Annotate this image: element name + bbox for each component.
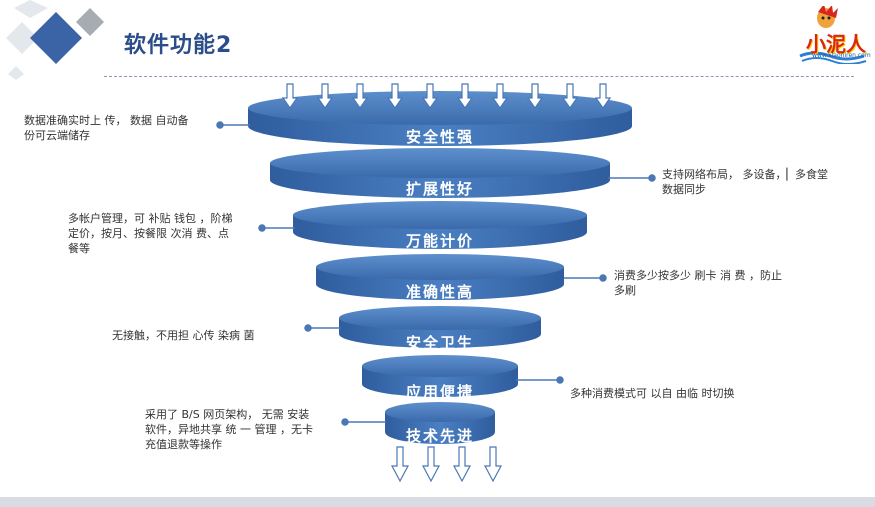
decorative-diamonds-icon [6,0,104,80]
down-arrow-icon [491,83,509,110]
annotation-line: 支持网络布局， 多设备，▏多食堂 [662,168,828,181]
funnel-label-7: 技术先进 [406,427,474,445]
down-arrow-icon [281,83,299,110]
annotation-line: 充值退款等操作 [145,438,222,451]
title-divider [104,76,854,77]
down-arrow-icon [351,83,369,110]
funnel-label-6: 应用便捷 [406,383,474,401]
annotation-hygiene: 无接触，不用担 心传 染病 菌 [112,328,302,343]
logo-url: www.xiaoniren.com [812,52,871,59]
down-arrow-icon [386,83,404,110]
funnel-level-5: 安全卫生 [339,306,541,352]
funnel-label-3: 万能计价 [405,232,474,250]
annotation-line: 数据同步 [662,183,706,196]
annotation-pricing: 多帐户管理，可 补贴 钱包 ，阶梯 定价，按月、按餐限 次消 费、点 餐等 [68,211,258,256]
funnel-level-4: 准确性高 [316,254,564,301]
annotation-line: 消费多少按多少 刷卡 消 费 ，防止 [614,269,782,282]
annotation-line: 多刷 [614,284,636,297]
down-arrow-icon [421,83,439,110]
logo-name: 小泥人 [806,32,866,56]
funnel-level-2: 扩展性好 [270,148,610,198]
annotation-line: 无接触，不用担 心传 染病 菌 [112,329,255,342]
down-arrow-icon [561,83,579,110]
footer-bar [0,497,875,507]
annotation-line: 份可云端储存 [24,129,90,142]
annotation-technology: 采用了 B/S 网页架构， 无需 安装 软件，异地共享 统 一 管理 ，无卡 充… [145,407,341,452]
input-arrows [281,83,612,110]
funnel-level-7: 技术先进 [385,402,495,445]
down-arrow-icon [526,83,544,110]
down-arrow-icon [456,83,474,110]
annotation-line: 多帐户管理，可 补贴 钱包 ，阶梯 [68,212,233,225]
down-arrow-icon [453,446,471,483]
annotation-line: 数据准确实时上 传， 数据 自动备 [24,114,189,127]
annotation-scalability: 支持网络布局， 多设备，▏多食堂 数据同步 [662,167,867,197]
output-arrows [391,446,502,483]
page-title: 软件功能2 [124,33,233,58]
down-arrow-icon [594,83,612,110]
down-arrow-icon [422,446,440,483]
down-arrow-icon [484,446,502,483]
funnel-label-5: 安全卫生 [406,334,474,352]
annotation-security: 数据准确实时上 传， 数据 自动备 份可云端储存 [24,113,218,143]
funnel-label-1: 安全性强 [406,128,474,146]
connectors [216,121,656,426]
annotation-accuracy: 消费多少按多少 刷卡 消 费 ，防止 多刷 [614,268,814,298]
annotation-line: 多种消费模式可 以自 由临 时切换 [570,387,735,400]
funnel-level-6: 应用便捷 [362,355,518,401]
annotation-convenience: 多种消费模式可 以自 由临 时切换 [570,386,770,401]
funnel-label-2: 扩展性好 [406,180,474,198]
annotation-line: 定价，按月、按餐限 次消 费、点 [68,227,229,240]
xiaoniren-logo-icon [799,6,867,64]
down-arrow-icon [316,83,334,110]
down-arrow-icon [391,446,409,483]
funnel-label-4: 准确性高 [406,283,474,301]
annotation-line: 餐等 [68,242,90,255]
annotation-line: 软件，异地共享 统 一 管理 ，无卡 [145,423,313,436]
funnel-level-3: 万能计价 [293,201,587,250]
annotation-line: 采用了 B/S 网页架构， 无需 安装 [145,408,310,421]
